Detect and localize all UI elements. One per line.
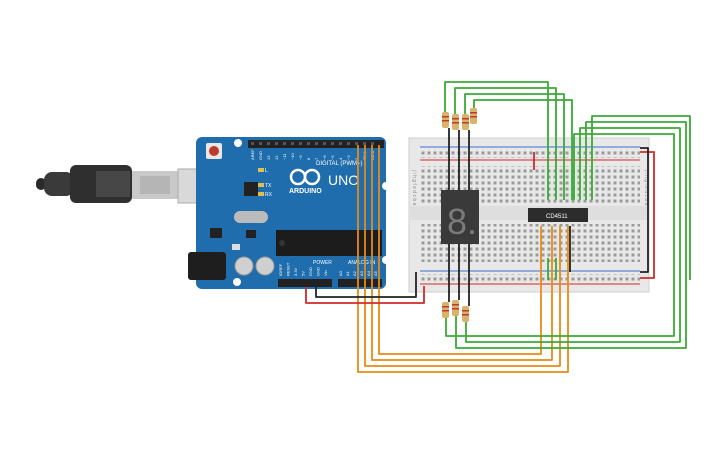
atmega-chip: [276, 230, 382, 256]
wire-green-4[interactable]: [444, 81, 549, 200]
seven-segment-display[interactable]: 8.: [441, 190, 479, 244]
digital-pin-label: 7: [314, 157, 319, 160]
arduino-logo-text: ARDUINO: [289, 188, 322, 195]
wire-green-8[interactable]: [465, 127, 681, 343]
digital-pin-label: GND: [258, 151, 263, 160]
power-pin-label: Vin: [323, 270, 328, 276]
power-pin-label: GND: [316, 267, 321, 276]
digital-pin-label: ~11: [282, 153, 287, 160]
power-pin-label: 5V: [301, 271, 306, 276]
analog-header[interactable]: [338, 279, 382, 287]
rx-led-label: RX: [265, 192, 273, 198]
breadboard-row-labels-right: j i h g f e d c b a: [643, 169, 649, 206]
digital-pin-label: 12: [274, 155, 279, 160]
analog-label: ANALOG IN: [348, 260, 376, 266]
tx-led-label: TX: [265, 183, 272, 189]
mounting-hole: [234, 139, 242, 147]
digital-pin-label: 2: [354, 157, 359, 160]
power-pin-label: 3.3V: [293, 267, 298, 276]
wire-green-5[interactable]: [454, 87, 557, 200]
mounting-hole: [382, 256, 390, 264]
digital-pin-label: ~10: [290, 152, 295, 160]
digital-pin-label: ~6: [322, 155, 327, 160]
chip-label: CD4511: [546, 214, 568, 220]
wire-orange-3[interactable]: [378, 145, 542, 355]
power-label: POWER: [313, 260, 332, 266]
digital-pin-label: ~9: [298, 155, 303, 160]
wire-red-13[interactable]: [640, 151, 655, 279]
analog-pin-label: A0: [338, 270, 343, 276]
wire-orange-2[interactable]: [371, 145, 553, 361]
power-pin-label: GND: [308, 267, 313, 276]
wire-black-15[interactable]: [315, 272, 417, 298]
wire-orange-1[interactable]: [364, 145, 561, 367]
wire-orange-0[interactable]: [357, 145, 569, 373]
arduino-infinity-icon: [289, 168, 321, 186]
digital-pin-label: 8: [306, 157, 311, 160]
mounting-hole: [233, 278, 241, 286]
arduino-uno-board[interactable]: DIGITAL (PWM~) L TX RX ARDUINO UNO POWER…: [188, 137, 390, 289]
breadboard-row-labels-left: j i h g f e d c b a: [411, 169, 417, 206]
wire-green-10[interactable]: [445, 133, 675, 337]
display-digit: 8.: [447, 201, 477, 242]
digital-pin-label: AREF: [250, 149, 255, 160]
analog-pin-label: A1: [345, 270, 350, 276]
digital-label: DIGITAL (PWM~): [316, 161, 363, 167]
digital-pin-label: ~3: [346, 155, 351, 160]
resistor-group-bottom[interactable]: [442, 300, 469, 322]
power-jack[interactable]: [188, 252, 226, 280]
usb-cable[interactable]: [36, 165, 205, 204]
analog-pin-label: A3: [359, 270, 364, 276]
resistor-group-top[interactable]: [442, 108, 477, 130]
digital-pin-label: 4: [338, 157, 343, 160]
wire-black-16[interactable]: [640, 147, 649, 273]
power-header[interactable]: [278, 279, 332, 287]
digital-pin-label: ~5: [330, 155, 335, 160]
wire-green-7[interactable]: [473, 99, 573, 200]
uno-model-text: UNO: [328, 172, 359, 188]
l-led-label: L: [265, 168, 268, 174]
analog-pin-label: A5: [373, 270, 378, 276]
wire-green-9[interactable]: [455, 121, 687, 349]
wire-green-11[interactable]: [591, 115, 691, 280]
analog-pin-label: A2: [352, 270, 357, 276]
digital-pin-label: 13: [266, 155, 271, 160]
mounting-hole: [382, 182, 390, 190]
power-pin-label: RESET: [286, 262, 291, 276]
cd4511-decoder-chip[interactable]: CD4511: [528, 208, 588, 222]
wire-green-6[interactable]: [464, 93, 565, 200]
power-pin-label: IOREF: [278, 263, 283, 276]
analog-pin-label: A4: [366, 270, 371, 276]
wire-red-12[interactable]: [305, 286, 425, 304]
